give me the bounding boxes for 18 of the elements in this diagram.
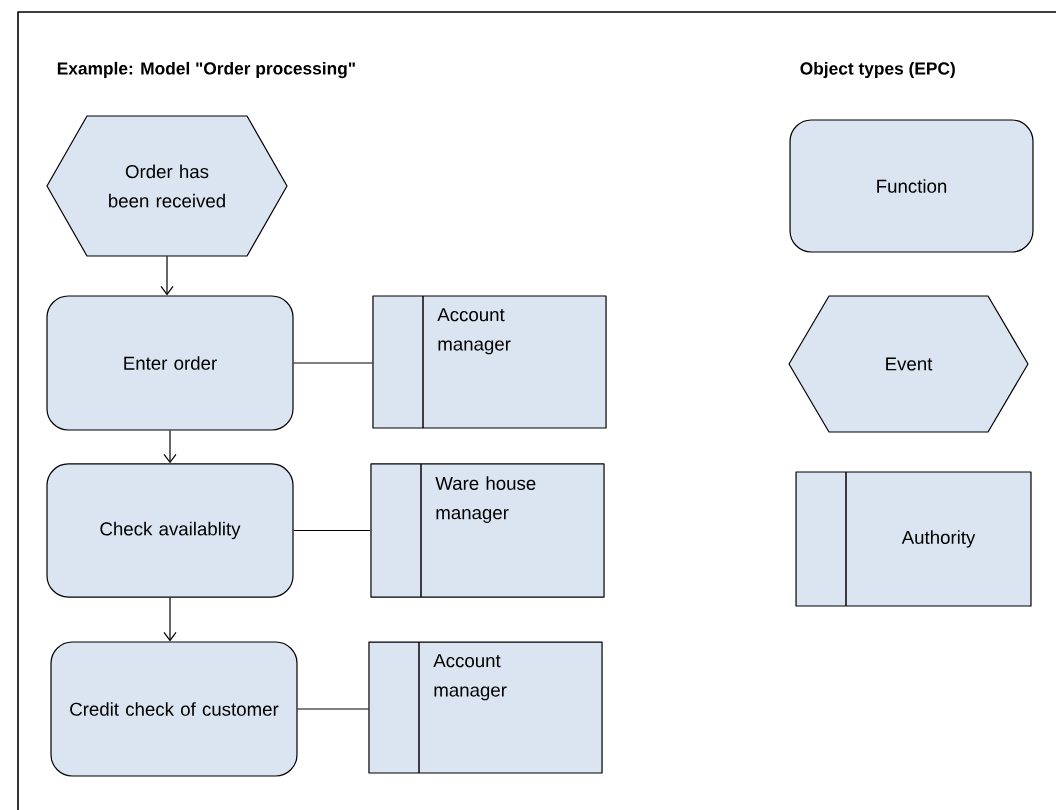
event-hexagon: Order has been received <box>46 115 288 257</box>
authority-box: Account manager <box>372 295 607 429</box>
heading: Object types (EPC) <box>800 61 955 79</box>
function-box: Credit check of customer <box>50 641 298 777</box>
event-hexagon: Event <box>788 295 1029 433</box>
authority-box: Ware house manager <box>370 463 605 598</box>
edge-arrow <box>163 430 177 464</box>
function-box: Check availablity <box>46 463 294 598</box>
connector-line <box>293 362 373 364</box>
connector-line <box>297 708 369 710</box>
authority-box: Account manager <box>368 641 603 774</box>
connector-line <box>293 529 371 532</box>
function-box: Enter order <box>46 295 294 431</box>
function-box: Function <box>789 119 1034 253</box>
edge-arrow <box>163 597 177 642</box>
edge-arrow <box>160 255 174 296</box>
title: Example: Model "Order processing" <box>57 61 355 79</box>
authority-box: Authority <box>795 471 1032 607</box>
